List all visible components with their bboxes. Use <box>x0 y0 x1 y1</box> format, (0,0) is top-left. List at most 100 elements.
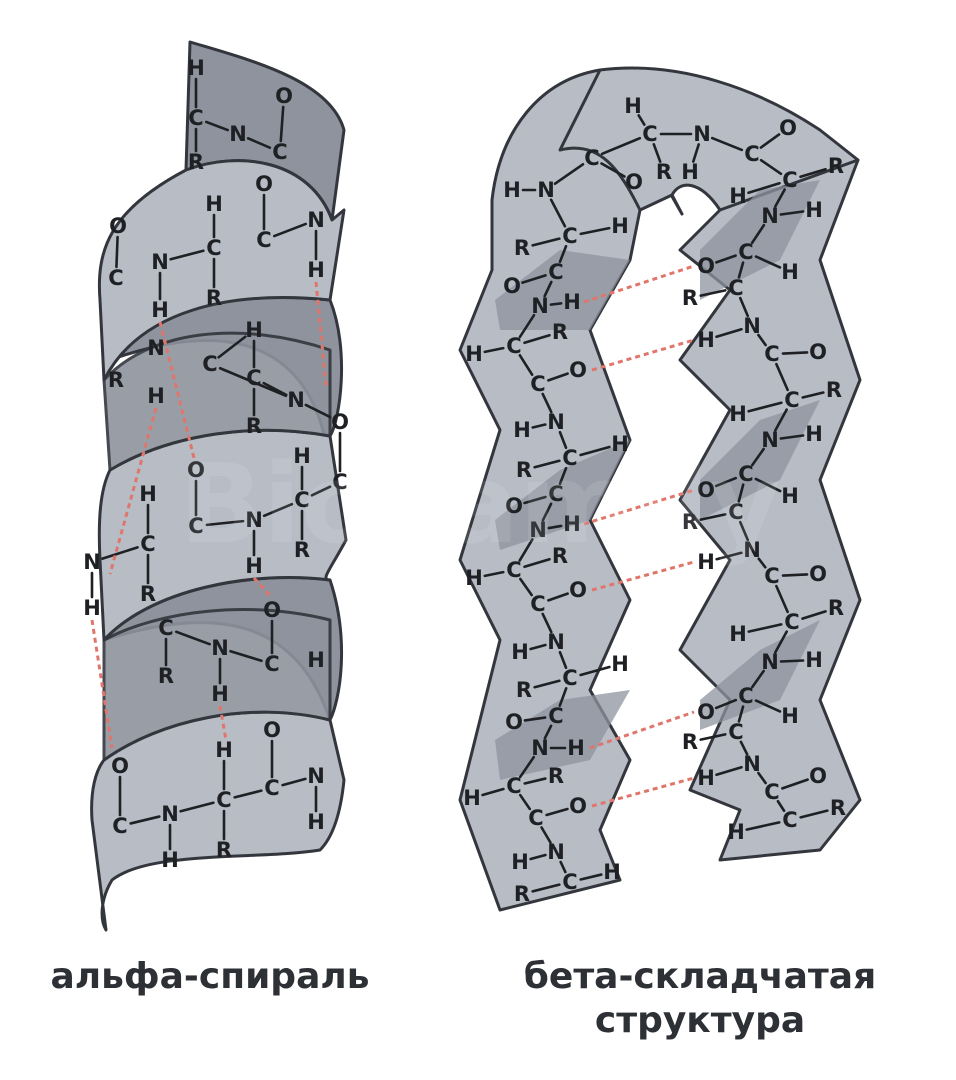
alpha_helix-atom-c-44: C <box>264 652 279 676</box>
beta_sheet-bond-89 <box>714 698 738 710</box>
beta_sheet-bond-85 <box>747 623 783 633</box>
alpha_helix-atom-r-29: R <box>294 538 310 562</box>
beta_sheet-atom-h-95: H <box>697 766 715 790</box>
alpha_helix-bond-16 <box>218 366 288 398</box>
alpha_helix-atom-c-4: C <box>272 140 287 164</box>
alpha_helix-bond-24 <box>205 519 245 527</box>
beta_sheet-atom-h-6: H <box>681 160 699 184</box>
alpha_helix-atom-n-17: N <box>147 336 165 360</box>
beta_sheet-atom-n-51: N <box>547 840 565 864</box>
beta_sheet-atom-c-47: C <box>506 774 521 798</box>
beta_sheet-atom-r-93: R <box>682 730 698 754</box>
beta_sheet-bond-34 <box>519 577 533 597</box>
alpha_helix-atom-o-30: O <box>187 458 205 482</box>
beta_sheet-bond-19 <box>483 346 505 354</box>
alpha_helix-atom-c-28: C <box>294 488 309 512</box>
alpha_helix-atom-h-27: H <box>293 444 311 468</box>
beta_sheet-atom-o-36: O <box>569 578 587 602</box>
beta_sheet-bond-41 <box>558 687 568 707</box>
beta_sheet-bond-21 <box>547 372 569 382</box>
beta_sheet-atom-c-49: C <box>528 806 543 830</box>
beta_sheet-atom-h-40: H <box>611 652 629 676</box>
beta_sheet-atom-c-25: C <box>562 446 577 470</box>
beta_sheet-atom-h-67: H <box>697 328 715 352</box>
beta_sheet-atom-h-12: H <box>611 214 629 238</box>
beta_sheet-atom-h-31: H <box>563 512 581 536</box>
beta_sheet-atom-c-53: C <box>562 870 577 894</box>
beta_sheet-bond-11 <box>579 226 611 236</box>
beta_sheet-bond-4 <box>652 143 662 163</box>
alpha_helix-atom-h-49: H <box>307 810 325 834</box>
beta_sheet-bond-76 <box>754 477 782 493</box>
beta_sheet-bond-64 <box>699 289 727 297</box>
beta_sheet-bond-0 <box>637 114 646 126</box>
alpha_helix-bond-12 <box>115 235 119 269</box>
beta_sheet-bond-51 <box>529 853 547 861</box>
alpha_helix-atom-c-16: C <box>108 266 123 290</box>
beta_sheet-atom-r-85: R <box>828 596 844 620</box>
alpha_helix-atom-c-35: C <box>140 532 155 556</box>
alpha_helix-hydrogen-bond-4 <box>90 619 114 749</box>
beta_sheet-bond-63 <box>737 261 745 279</box>
beta_sheet-bond-94 <box>715 765 743 777</box>
beta_sheet-atom-o-29: O <box>505 494 523 518</box>
beta_sheet-atom-o-76: O <box>697 478 715 502</box>
alpha_helix-atom-o-43: O <box>263 598 281 622</box>
alpha_helix-bond-28 <box>101 546 139 560</box>
beta_sheet-atom-c-68: C <box>764 342 779 366</box>
beta_sheet-bond-88 <box>751 669 765 689</box>
beta_sheet-bond-37 <box>529 643 547 651</box>
alpha_helix-atom-h-42: H <box>211 682 229 706</box>
beta_sheet-bond-3 <box>759 133 781 149</box>
beta_sheet-atom-h-34: H <box>465 566 483 590</box>
alpha_helix-atom-c-47: C <box>264 776 279 800</box>
alpha_helix-bond-6 <box>272 222 308 238</box>
alpha_helix-bond-35 <box>229 649 263 663</box>
beta-turn <box>558 66 860 212</box>
beta_sheet-atom-o-50: O <box>569 794 587 818</box>
beta_sheet-atom-h-86: H <box>729 622 747 646</box>
beta_sheet-bond-6 <box>600 136 642 156</box>
alpha_helix-atom-c-51: C <box>216 788 231 812</box>
beta_sheet-bond-61 <box>715 254 737 264</box>
beta_sheet-bond-52 <box>559 860 567 874</box>
beta_sheet-bond-97 <box>776 799 786 813</box>
beta_sheet-bond-65 <box>738 296 750 318</box>
beta_sheet-atom-c-39: C <box>562 666 577 690</box>
beta_sheet-atom-h-26: H <box>611 432 629 456</box>
beta_sheet-bond-7 <box>600 162 626 178</box>
alpha_helix-atom-h-45: H <box>307 648 325 672</box>
beta_sheet-atom-o-15: O <box>503 274 521 298</box>
alpha-helix-caption: альфа-спираль <box>20 955 400 999</box>
alpha_helix-bond-42 <box>179 801 215 813</box>
beta_sheet-bond-86 <box>774 630 788 654</box>
beta_sheet-atom-c-1: C <box>642 122 657 146</box>
beta_sheet-bond-20 <box>518 354 534 376</box>
beta_sheet-bond-79 <box>738 520 750 542</box>
beta_sheet-atom-h-9: H <box>503 178 521 202</box>
alpha_helix-atom-n-8: N <box>307 208 325 232</box>
beta_sheet-bond-43 <box>543 724 553 740</box>
beta_sheet-bond-54 <box>531 883 561 893</box>
beta_sheet-bond-66 <box>715 327 743 339</box>
alpha_helix-bond-17 <box>262 381 288 397</box>
beta_sheet-bond-90 <box>754 699 782 713</box>
alpha_helix-atom-n-37: N <box>83 550 101 574</box>
beta_sheet-atom-n-44: N <box>531 736 549 760</box>
alpha_helix-atom-n-32: N <box>245 508 263 532</box>
alpha_helix-atom-c-11: C <box>206 236 221 260</box>
beta_sheet-atom-o-69: O <box>809 340 827 364</box>
alpha_helix-atom-n-41: N <box>211 636 229 660</box>
beta_sheet-atom-r-46: R <box>548 764 564 788</box>
alpha_helix-atom-n-13: N <box>151 250 169 274</box>
beta_sheet-bond-15 <box>543 280 553 298</box>
beta_sheet-bond-36 <box>541 612 553 634</box>
beta_sheet-atom-r-65: R <box>682 286 698 310</box>
alpha_helix-atom-h-33: H <box>245 554 263 578</box>
beta_sheet-atom-h-60: H <box>805 198 823 222</box>
beta_sheet-atom-h-100: H <box>727 820 745 844</box>
beta_sheet-atom-h-72: H <box>729 402 747 426</box>
beta_sheet-bond-5 <box>692 143 700 163</box>
